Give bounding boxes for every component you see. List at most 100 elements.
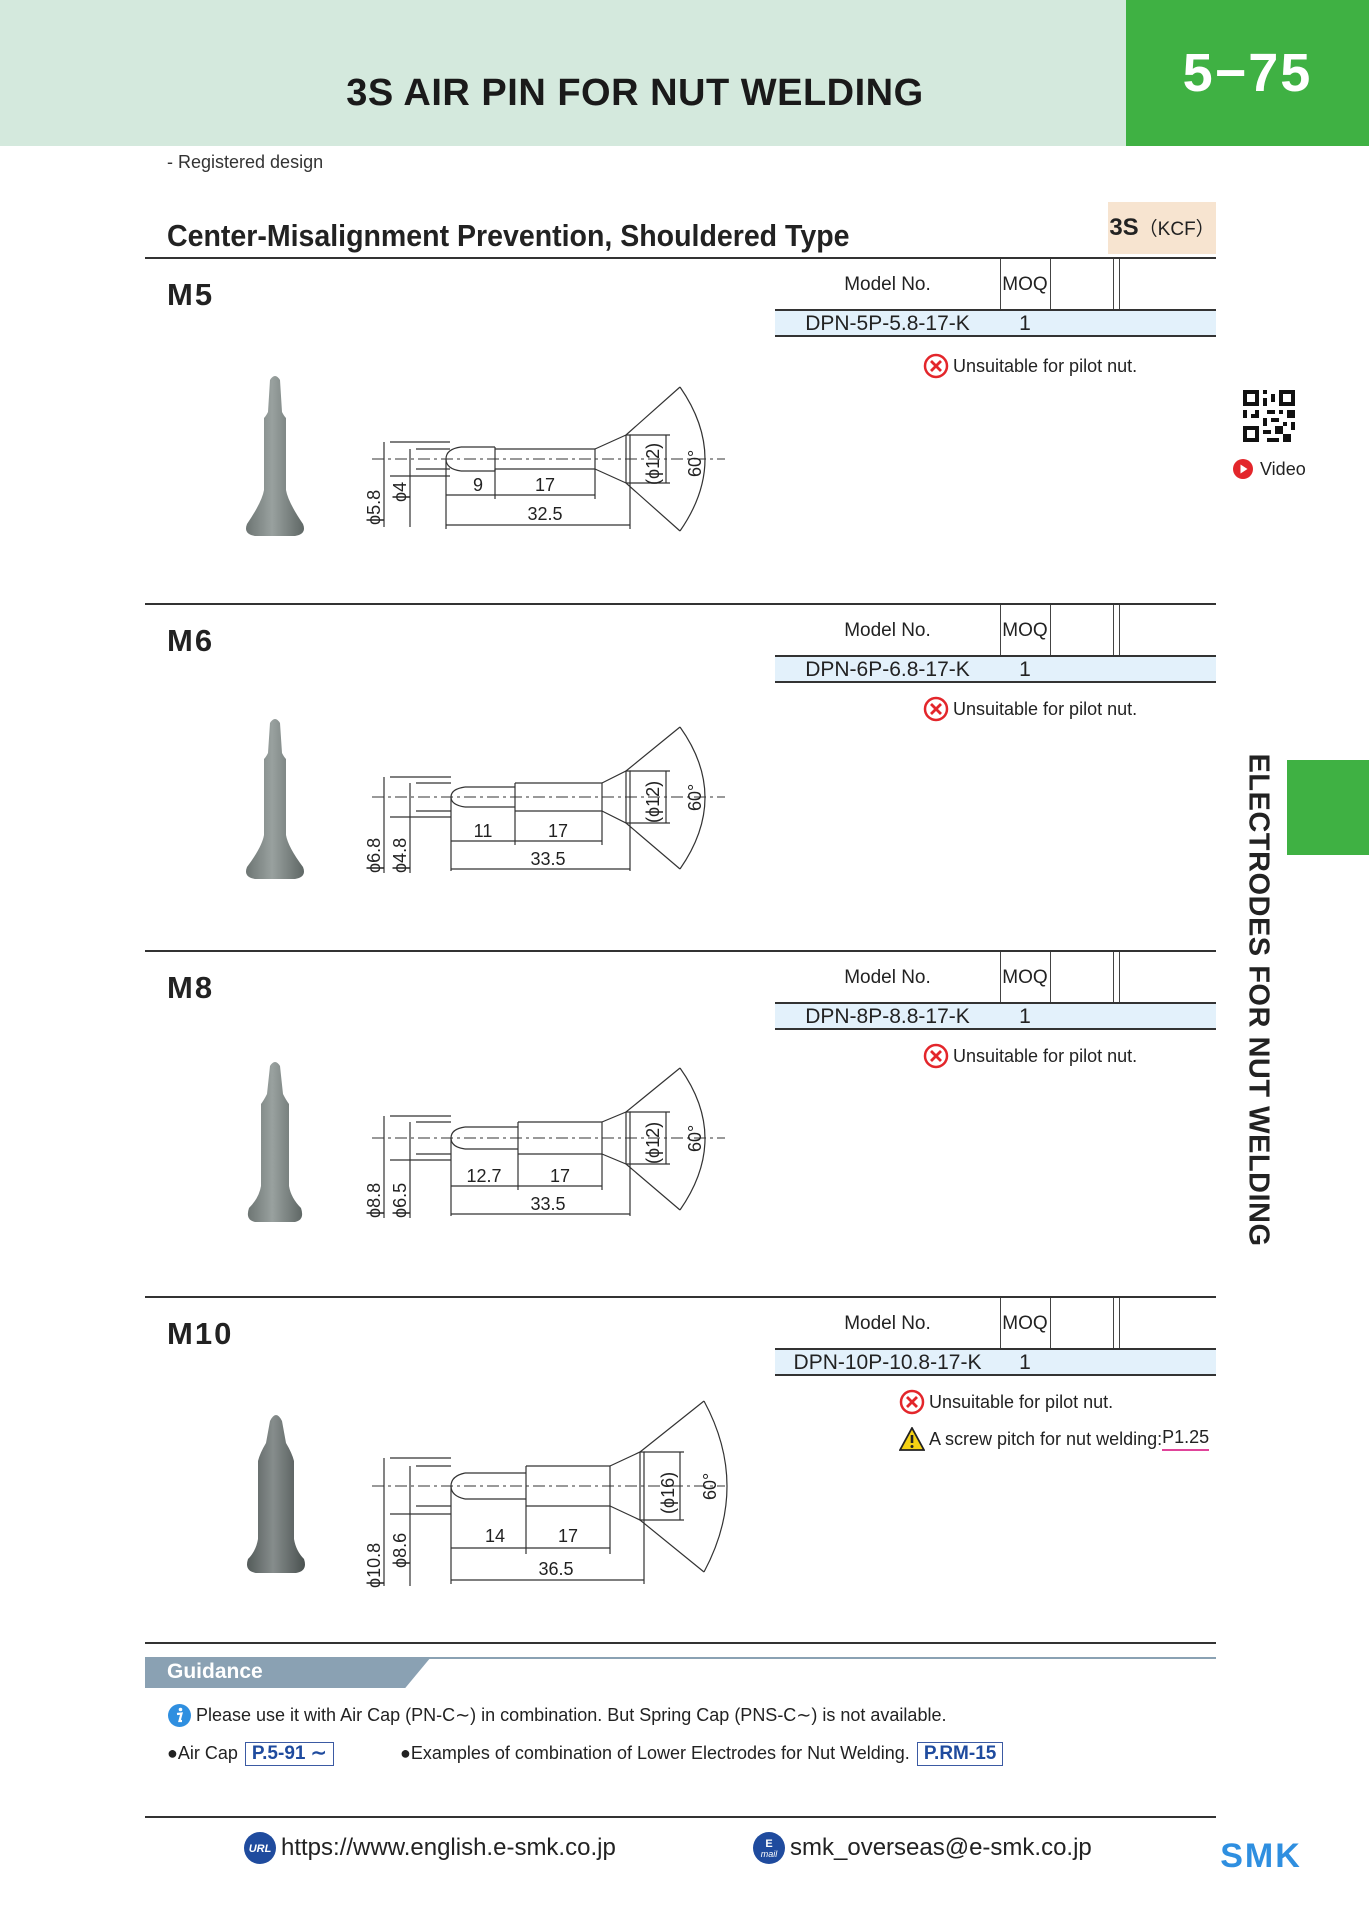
table-row[interactable]: DPN-10P-10.8-17-K 1	[775, 1348, 1216, 1376]
dimension-drawing: 12.7 17 33.5 ϕ8.8 ϕ6.5 (ϕ12) 60°	[364, 1067, 725, 1218]
side-tab-marker	[1287, 760, 1369, 855]
series-badge: 3S（KCF）	[1108, 202, 1216, 254]
video-label: Video	[1260, 458, 1306, 479]
model-number: DPN-6P-6.8-17-K	[805, 658, 970, 681]
dim-len-b: 17	[535, 475, 555, 495]
product-m10: M10 Model No. MOQ DPN-10P-10.8-17-K 1 Unsu…	[0, 1296, 1369, 1642]
moq-header: MOQ	[1002, 1313, 1048, 1334]
pitch-value: P1.25	[1162, 1427, 1210, 1451]
model-header: Model No.	[844, 1313, 931, 1334]
pin-photo	[246, 719, 304, 879]
dim-angle: 60°	[685, 784, 705, 811]
prohibited-icon	[923, 696, 949, 722]
prohibited-icon	[923, 353, 949, 379]
dim-inner: ϕ8.6	[390, 1533, 410, 1568]
guidance-rule	[145, 1642, 1216, 1644]
page-title: 3S AIR PIN FOR NUT WELDING	[346, 72, 924, 114]
dim-angle: 60°	[685, 1125, 705, 1152]
guidance-title: Guidance	[167, 1660, 263, 1683]
pin-photo	[247, 1415, 305, 1573]
dim-shoulder: (ϕ12)	[643, 1122, 663, 1164]
model-number: DPN-8P-8.8-17-K	[805, 1005, 970, 1028]
dim-total: 36.5	[538, 1559, 573, 1579]
moq-value: 1	[1019, 1005, 1031, 1028]
qr-code-icon[interactable]	[1243, 390, 1295, 442]
unsuitable-note: Unsuitable for pilot nut.	[923, 353, 1137, 379]
svg-text:E: E	[765, 1838, 772, 1850]
dim-len-b: 17	[548, 821, 568, 841]
item-divider	[145, 603, 1216, 605]
play-icon	[1233, 459, 1253, 479]
dim-outer: ϕ8.8	[364, 1183, 384, 1218]
dim-total: 33.5	[530, 849, 565, 869]
dim-total: 33.5	[530, 1194, 565, 1214]
model-header: Model No.	[844, 967, 931, 988]
dim-angle: 60°	[700, 1473, 720, 1500]
aircap-ref: ●Air Cap P.5-91 ∼	[167, 1742, 334, 1766]
dim-shoulder: (ϕ12)	[643, 781, 663, 823]
guidance-tab	[145, 1657, 431, 1688]
dim-angle: 60°	[685, 450, 705, 477]
dim-inner: ϕ6.5	[390, 1183, 410, 1218]
header-band	[0, 0, 1126, 146]
aircap-page-link[interactable]: P.5-91 ∼	[244, 1742, 334, 1766]
dim-len-b: 17	[550, 1166, 570, 1186]
dim-outer: ϕ6.8	[364, 838, 384, 873]
page-number: 5−75	[1126, 0, 1369, 146]
size-label: M8	[167, 970, 215, 1005]
dim-inner: ϕ4	[390, 482, 410, 502]
dim-len-a: 12.7	[466, 1166, 501, 1186]
model-number: DPN-10P-10.8-17-K	[793, 1351, 982, 1374]
section-title: Center-Misalignment Prevention, Shoulder…	[167, 218, 850, 253]
model-header: Model No.	[844, 620, 931, 641]
moq-value: 1	[1019, 1351, 1031, 1374]
dim-len-a: 9	[473, 475, 483, 495]
info-icon	[168, 1704, 191, 1727]
pitch-note: A screw pitch for nut welding: P1.25	[899, 1427, 1210, 1451]
dimension-drawing: 14 17 36.5 ϕ10.8 ϕ8.6 (ϕ16) 60°	[364, 1400, 728, 1588]
warning-icon	[899, 1427, 925, 1451]
model-header: Model No.	[844, 274, 931, 295]
registered-design-note: - Registered design	[167, 152, 324, 172]
moq-value: 1	[1019, 312, 1031, 335]
dimension-drawing: 9 17 32.5 ϕ5.8 ϕ4 (ϕ12) 60°	[364, 386, 725, 532]
prohibited-icon	[899, 1389, 925, 1415]
size-label: M10	[167, 1316, 234, 1351]
section-rule	[145, 257, 1216, 259]
size-label: M6	[167, 623, 215, 658]
model-table: Model No. MOQ DPN-8P-8.8-17-K 1	[775, 952, 1216, 1030]
table-row[interactable]: DPN-5P-5.8-17-K 1	[775, 309, 1216, 337]
item-divider	[145, 950, 1216, 952]
smk-logo: SMK	[1220, 1838, 1300, 1872]
prohibited-icon	[923, 1043, 949, 1069]
badge-main: 3S	[1109, 214, 1139, 241]
footer-rule	[145, 1816, 1216, 1818]
guidance-note: Please use it with Air Cap (PN-C∼) in co…	[167, 1703, 946, 1728]
unsuitable-note: Unsuitable for pilot nut.	[899, 1389, 1113, 1415]
dim-inner: ϕ4.8	[390, 838, 410, 873]
moq-header: MOQ	[1002, 967, 1048, 988]
model-number: DPN-5P-5.8-17-K	[805, 312, 970, 335]
table-row[interactable]: DPN-6P-6.8-17-K 1	[775, 655, 1216, 683]
pin-photo	[246, 376, 304, 536]
dim-len-a: 11	[474, 821, 493, 841]
unsuitable-note: Unsuitable for pilot nut.	[923, 696, 1137, 722]
svg-text:mail: mail	[761, 1849, 779, 1859]
dim-shoulder: (ϕ12)	[643, 443, 663, 485]
website-link[interactable]: URL https://www.english.e-smk.co.jp	[243, 1831, 616, 1865]
video-link[interactable]: Video	[1232, 458, 1306, 480]
size-label: M5	[167, 277, 215, 312]
svg-text:URL: URL	[249, 1843, 272, 1855]
moq-value: 1	[1019, 658, 1031, 681]
dim-outer: ϕ5.8	[364, 490, 384, 525]
dim-shoulder: (ϕ16)	[658, 1472, 678, 1514]
table-row[interactable]: DPN-8P-8.8-17-K 1	[775, 1002, 1216, 1030]
badge-sub: （KCF）	[1138, 219, 1215, 240]
examples-page-link[interactable]: P.RM-15	[916, 1742, 1004, 1766]
dim-len-a: 14	[485, 1526, 505, 1546]
